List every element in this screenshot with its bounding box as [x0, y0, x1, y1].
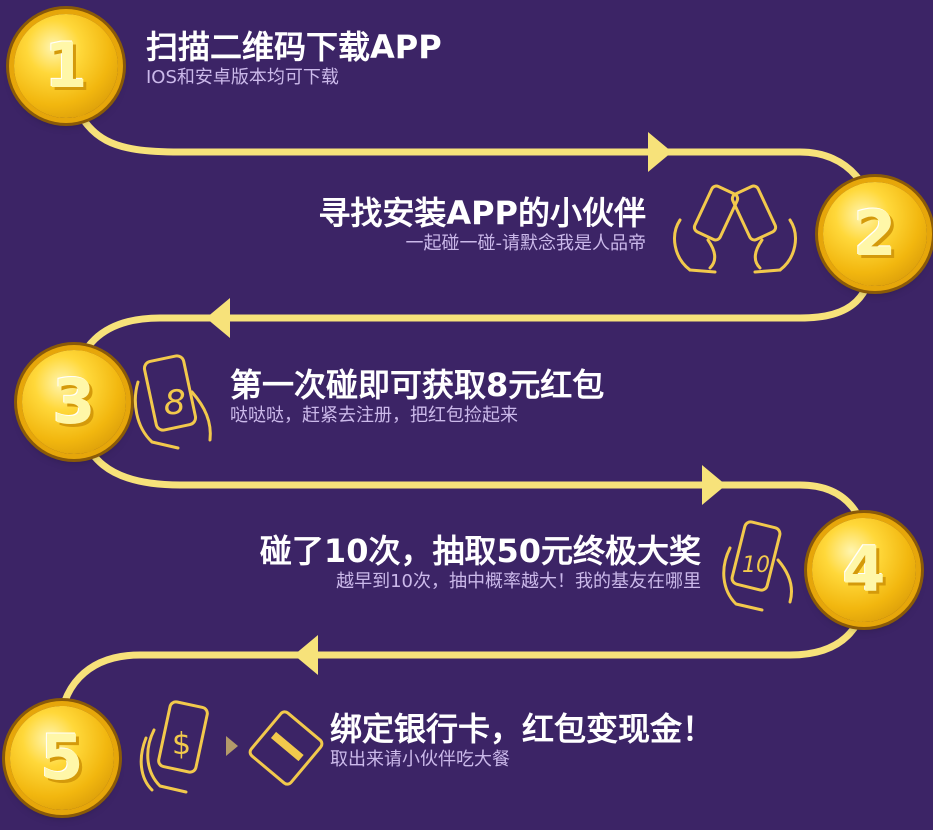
arrow-left-icon	[294, 635, 318, 675]
step-3-coin: 3	[22, 350, 126, 454]
step-1-coin: 1	[14, 14, 118, 118]
arrow-left-icon	[206, 298, 230, 338]
step-2-coin: 2	[823, 182, 927, 286]
step-3-text: 第一次碰即可获取8元红包 哒哒哒，赶紧去注册，把红包捡起来	[230, 366, 604, 428]
step-4-coin: 4	[812, 518, 916, 622]
step-4-text: 碰了10次，抽取50元终极大奖 越早到10次，抽中概率越大！我的基友在哪里	[260, 532, 701, 594]
step-subtitle: 越早到10次，抽中概率越大！我的基友在哪里	[336, 571, 701, 592]
hand-phone-icon: 10	[722, 520, 793, 612]
step-title: 绑定银行卡，红包变现金！	[330, 710, 715, 748]
step-subtitle: 哒哒哒，赶紧去注册，把红包捡起来	[230, 405, 518, 426]
arrow-right-icon	[226, 736, 238, 756]
phone-label: 8	[164, 383, 186, 423]
step-title: 寻找安装APP的小伙伴	[318, 194, 646, 232]
step-1-text: 扫描二维码下载APP IOS和安卓版本均可下载	[146, 28, 442, 90]
two-hands-phones-icon	[673, 184, 797, 274]
step-title: 碰了10次，抽取50元终极大奖	[259, 532, 701, 570]
step-2-text: 寻找安装APP的小伙伴 一起碰一碰-请默念我是人品帝	[318, 194, 646, 256]
arrow-right-icon	[648, 132, 672, 172]
arrow-right-icon	[702, 465, 726, 505]
step-number: 4	[842, 533, 886, 606]
step-number: 3	[52, 365, 96, 438]
step-title: 扫描二维码下载APP	[146, 28, 442, 66]
step-subtitle: IOS和安卓版本均可下载	[146, 67, 339, 88]
step-number: 1	[44, 29, 88, 102]
step-number: 2	[853, 197, 897, 270]
phone-label: $	[172, 727, 191, 762]
phone-label: 10	[742, 553, 770, 578]
step-subtitle: 一起碰一碰-请默念我是人品帝	[405, 233, 647, 254]
bank-card-icon	[248, 710, 324, 786]
step-subtitle: 取出来请小伙伴吃大餐	[330, 749, 510, 770]
hand-phone-dollar-icon: $	[139, 700, 209, 794]
step-5-coin: 5	[10, 706, 114, 810]
step-number: 5	[40, 721, 84, 794]
step-title: 第一次碰即可获取8元红包	[230, 366, 605, 404]
step-5-text: 绑定银行卡，红包变现金！ 取出来请小伙伴吃大餐	[330, 710, 714, 772]
hand-phone-icon: 8	[133, 354, 212, 450]
